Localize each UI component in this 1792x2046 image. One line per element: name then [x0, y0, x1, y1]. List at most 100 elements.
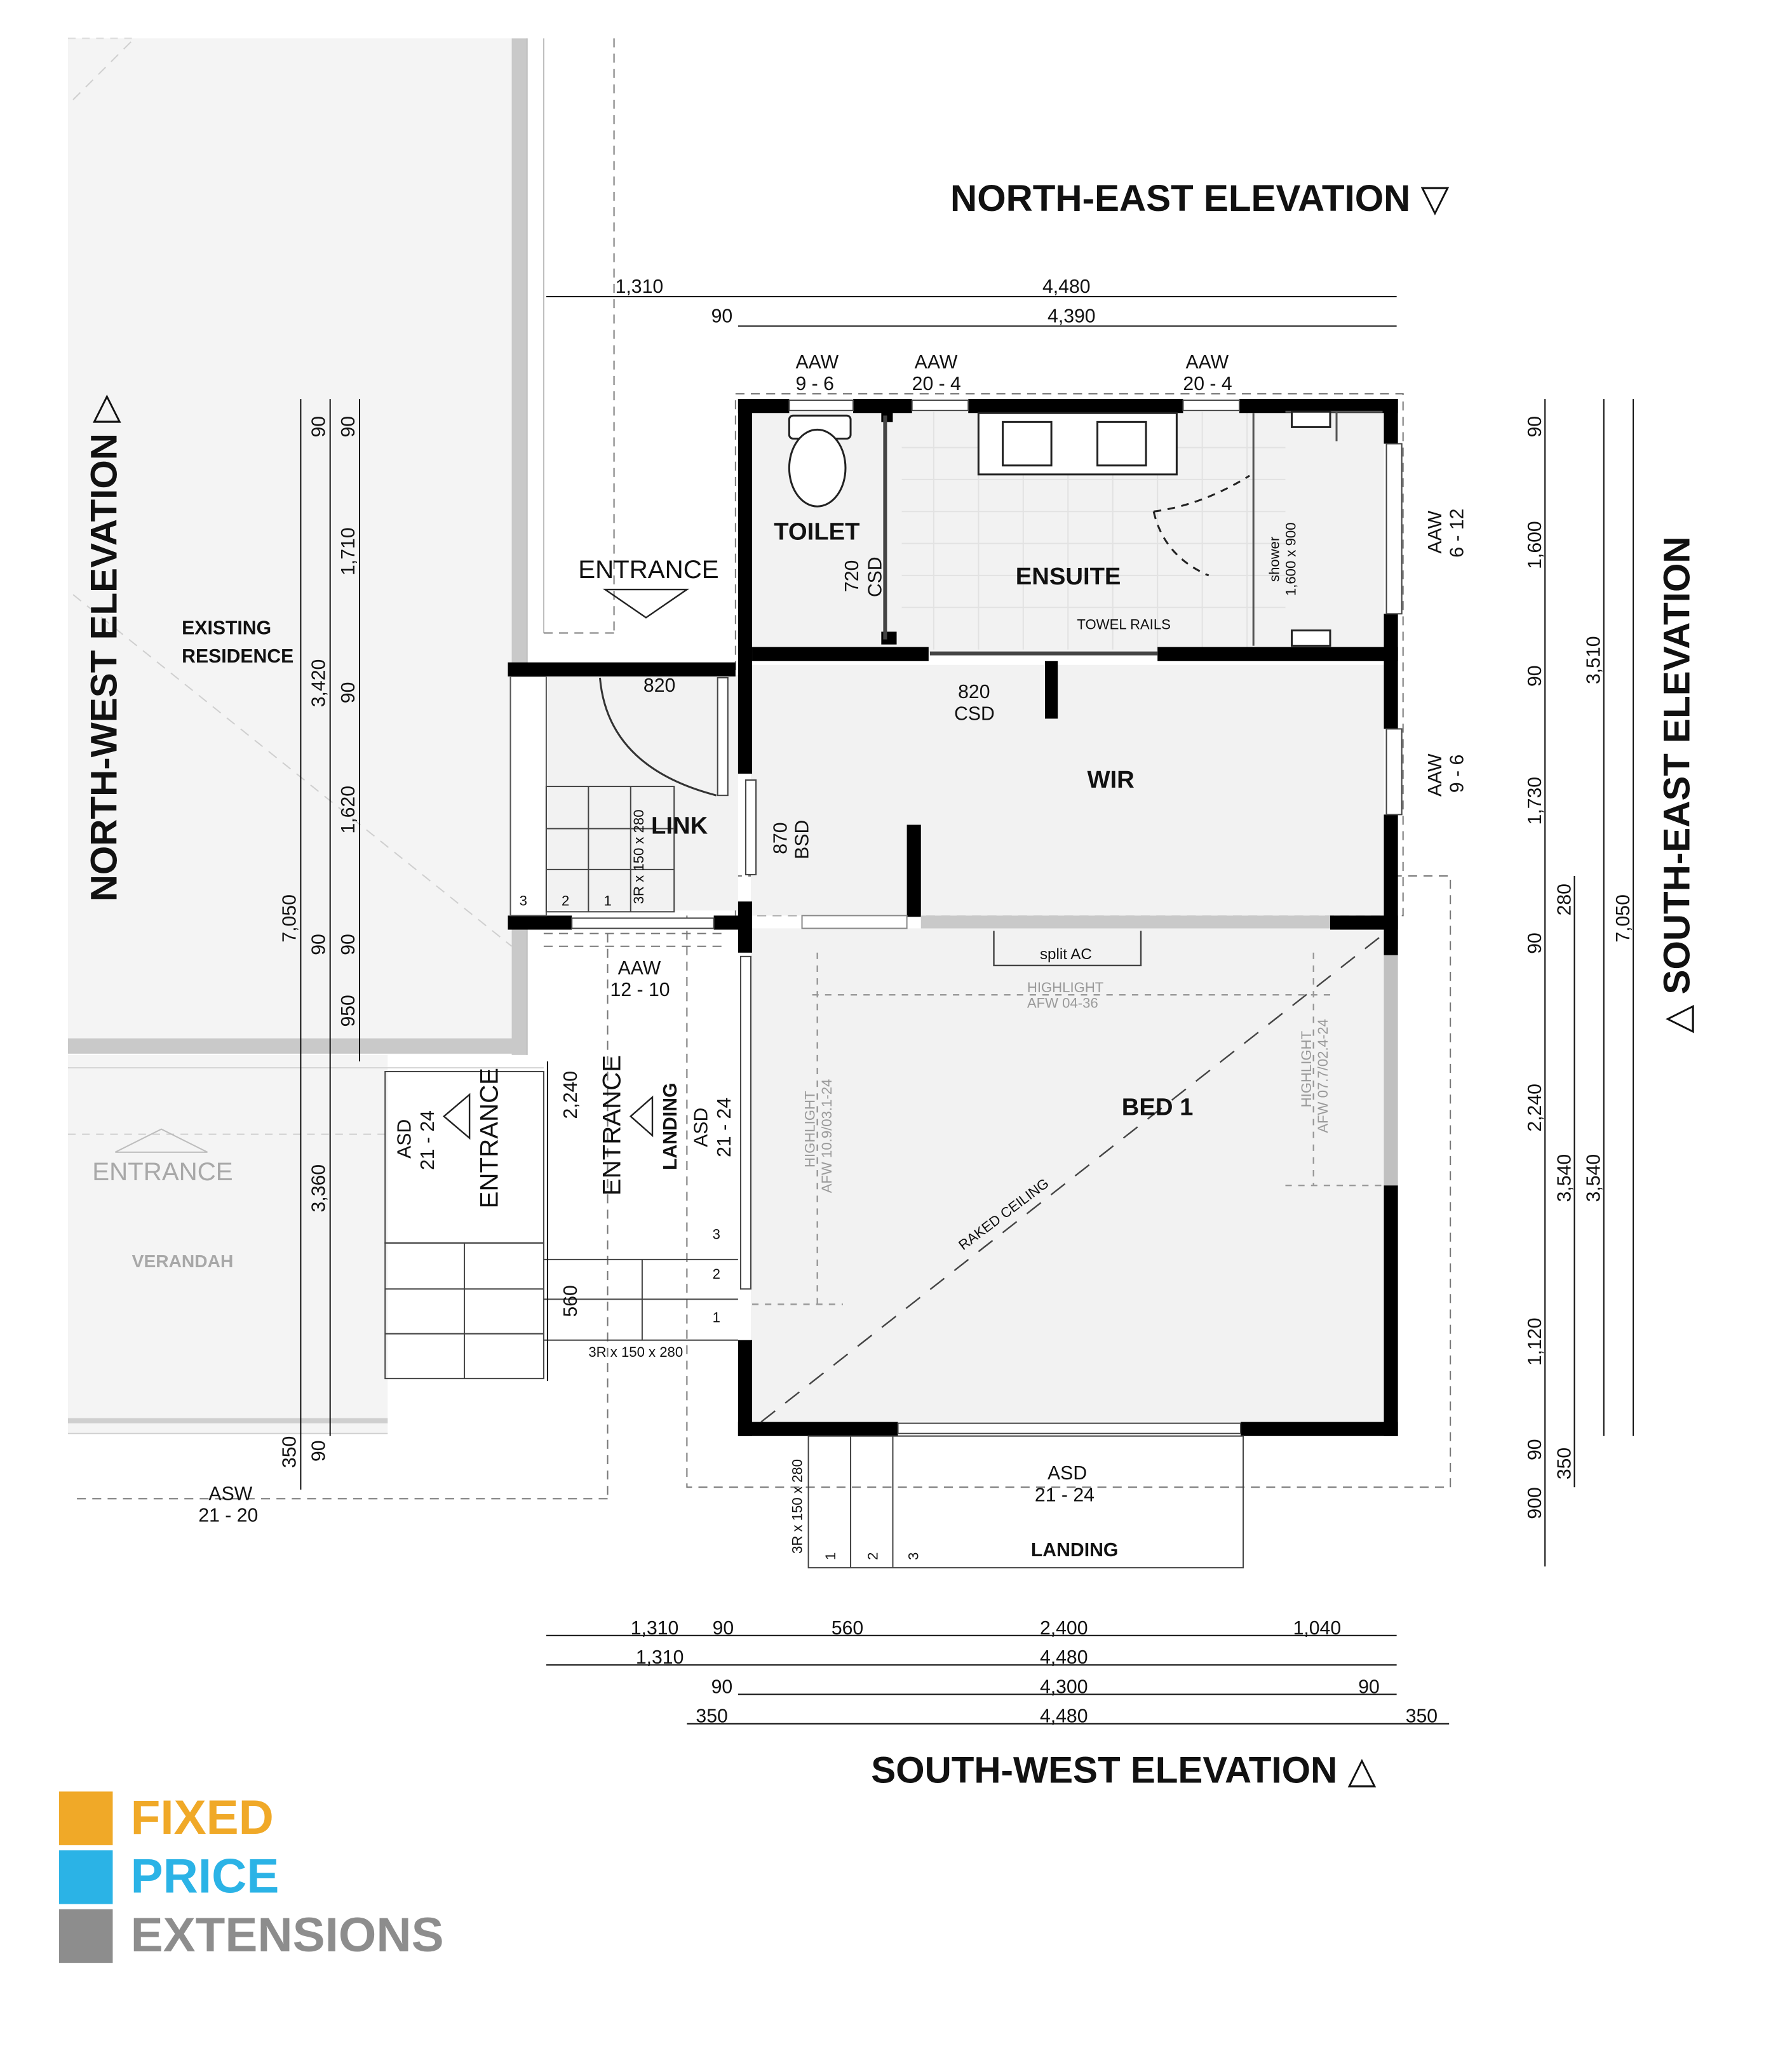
split-ac-label: split AC: [1040, 946, 1092, 963]
dim-right-b-1: 3,540: [1554, 1154, 1575, 1202]
dim-bot1-4: 1,040: [1293, 1618, 1342, 1639]
window-aaw-204a-2: 20 - 4: [912, 374, 961, 394]
window-aaw-96-top-1: AAW: [795, 352, 839, 373]
walls: [508, 399, 1398, 1436]
dim-bot3-0: 90: [711, 1676, 733, 1697]
stair-mid-label: 3R x 150 x 280: [588, 1344, 683, 1360]
dim-left-b-1: 3,420: [309, 659, 330, 708]
door-csd-720-1: 720: [842, 560, 863, 592]
window-asw-1: ASW: [208, 1483, 252, 1504]
step-bottom-2: 2: [865, 1552, 880, 1560]
dim-right-b-2: 350: [1554, 1448, 1575, 1479]
north-west-elevation: NORTH-WEST ELEVATION ▷: [84, 394, 125, 901]
fixtures: [788, 410, 1383, 647]
window-aaw-1210-1: AAW: [618, 958, 661, 979]
dim-right-a-4: 90: [1525, 932, 1546, 954]
dim-right-a-5: 2,240: [1525, 1084, 1546, 1132]
logo-line-fixed: FIXED: [131, 1791, 274, 1845]
entrance-top: ENTRANCE: [578, 555, 718, 584]
dim-left-b-2: 3,360: [309, 1164, 330, 1213]
dim-right-a-0: 90: [1525, 416, 1546, 438]
existing-residence-label-2: RESIDENCE: [182, 646, 293, 667]
dim-right-b-0: 280: [1554, 884, 1575, 915]
room-wir: WIR: [1087, 766, 1134, 793]
door-asd-side-1: ASD: [691, 1108, 712, 1147]
window-aaw-204b-1: AAW: [1185, 352, 1229, 373]
dim-left-c-0: 7,050: [279, 894, 300, 943]
dim-mid-left-1: 560: [560, 1285, 581, 1317]
dim-left-a-2: 90: [338, 682, 359, 704]
dim-bot1-0: 1,310: [631, 1618, 679, 1639]
dim-top-4480: 4,480: [1042, 276, 1091, 297]
door-asd-left-1: ASD: [394, 1119, 415, 1159]
logo-line-price: PRICE: [131, 1849, 280, 1903]
step-mid-2: 2: [713, 1266, 720, 1282]
dim-right-a-3: 1,730: [1525, 777, 1546, 825]
door-link-820: 820: [643, 675, 675, 696]
dim-left-c-1: 350: [279, 1436, 300, 1468]
window-aaw-612-2: 6 - 12: [1446, 509, 1467, 558]
dim-left-a-3: 1,620: [338, 786, 359, 834]
highlight-right-2: AFW 07.7/02.4-24: [1315, 1019, 1331, 1133]
glazing: [509, 400, 1403, 1434]
step-link-1: 1: [604, 892, 612, 908]
door-asd-bottom-2: 21 - 24: [1035, 1484, 1095, 1505]
window-aaw-96-side-2: 9 - 6: [1446, 755, 1467, 793]
logo-block-blue: [58, 1850, 113, 1904]
dim-right-a-2: 90: [1525, 665, 1546, 687]
landing-bottom-label: LANDING: [1031, 1540, 1119, 1561]
highlight-top-2: AFW 04-36: [1027, 995, 1098, 1011]
logo-line-extensions: EXTENSIONS: [131, 1908, 444, 1962]
step-link-3: 3: [520, 892, 527, 908]
dim-bot4-2: 350: [1406, 1706, 1438, 1727]
highlight-top-1: HIGHLIGHT: [1027, 979, 1103, 995]
entrance-vertical-2: ENTRANCE: [598, 1055, 626, 1195]
door-asd-side-2: 21 - 24: [714, 1098, 735, 1157]
dim-bot1-1: 90: [713, 1618, 734, 1639]
dim-top-4390: 4,390: [1048, 306, 1096, 326]
logo-block-grey: [58, 1909, 113, 1963]
link-door-swing: [598, 677, 717, 797]
dim-right-d: 7,050: [1613, 894, 1634, 943]
dim-left-a-1: 1,710: [338, 527, 359, 575]
stairs: [384, 786, 1244, 1569]
south-west-elevation: SOUTH-WEST ELEVATION △: [871, 1749, 1376, 1791]
dim-bot4-1: 4,480: [1040, 1706, 1088, 1727]
dim-right-a-8: 900: [1525, 1487, 1546, 1519]
highlight-left-1: HIGHLIGHT: [802, 1091, 818, 1168]
door-csd-720-2: CSD: [865, 556, 886, 597]
verandah-label: VERANDAH: [132, 1251, 234, 1271]
door-asd-bottom-1: ASD: [1048, 1463, 1087, 1484]
highlight-right-1: HIGHLIGHT: [1298, 1031, 1314, 1107]
window-aaw-96-top-2: 9 - 6: [795, 374, 833, 394]
window-aaw-612-1: AAW: [1425, 511, 1446, 554]
dim-bot3-1: 4,300: [1040, 1676, 1088, 1697]
shower-label-2: 1,600 x 900: [1283, 522, 1299, 596]
highlight-left-2: AFW 10.9/03.1-24: [819, 1079, 835, 1194]
dim-bot3-2: 90: [1358, 1676, 1380, 1697]
south-east-elevation: △ SOUTH-EAST ELEVATION: [1657, 536, 1698, 1033]
door-asd-left-2: 21 - 24: [417, 1110, 438, 1170]
shower-label-1: shower: [1266, 537, 1282, 582]
stair-bottom-label: 3R x 150 x 280: [790, 1459, 805, 1554]
dim-mid-left-0: 2,240: [560, 1071, 581, 1119]
logo-block-orange: [58, 1791, 113, 1845]
room-floors: [546, 412, 1384, 1422]
dim-right-a-6: 1,120: [1525, 1317, 1546, 1366]
misc-lines: [442, 588, 1389, 1423]
stair-link-label: 3R x 150 x 280: [631, 809, 647, 904]
room-link: LINK: [651, 812, 708, 840]
step-bottom-3: 3: [906, 1552, 922, 1560]
dim-top-1310: 1,310: [616, 276, 664, 297]
door-bsd-870-2: BSD: [792, 820, 813, 859]
towel-rails-label: TOWEL RAILS: [1077, 616, 1171, 632]
dimension-lines: [300, 296, 1634, 1725]
dim-left-a-5: 950: [338, 995, 359, 1026]
door-csd-820-2: CSD: [954, 703, 995, 724]
window-aaw-1210-2: 12 - 10: [610, 979, 670, 1000]
existing-residence: [68, 37, 544, 1434]
entrance-grey: ENTRANCE: [92, 1157, 232, 1186]
dim-left-a-4: 90: [338, 934, 359, 955]
room-ensuite: ENSUITE: [1016, 563, 1121, 590]
